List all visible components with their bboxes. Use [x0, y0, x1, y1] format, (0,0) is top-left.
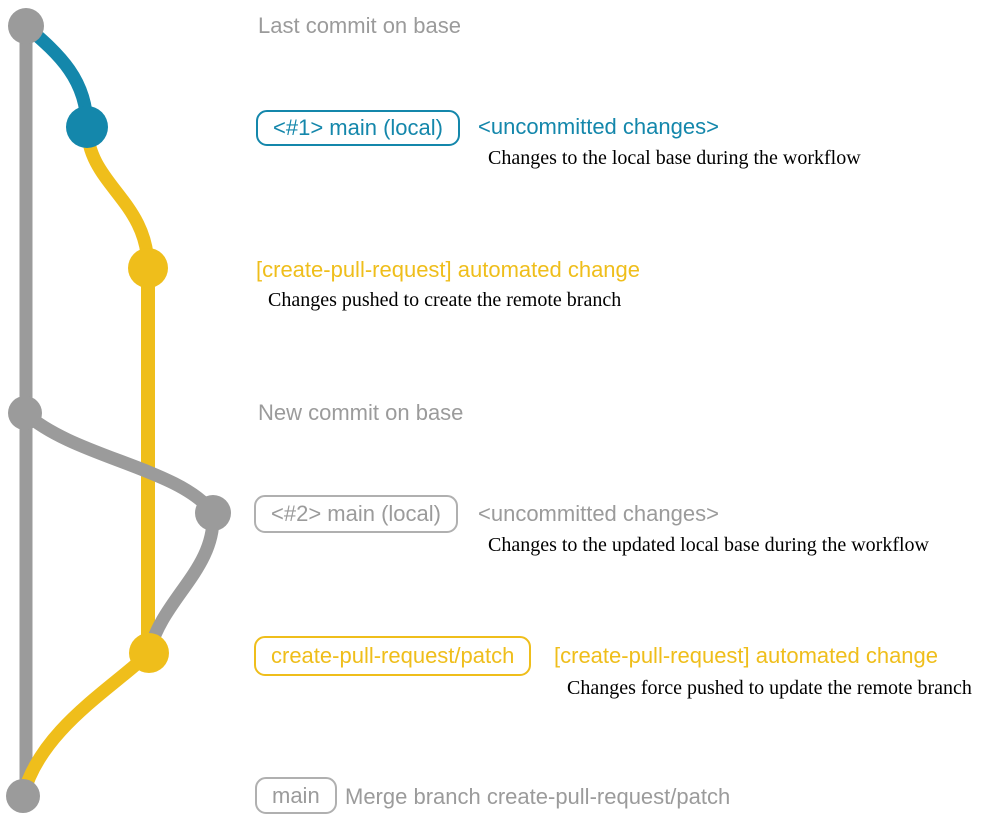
note-push-create-remote-branch: Changes pushed to create the remote bran… [268, 289, 622, 311]
commit-dot-new-commit-on-base [8, 396, 42, 430]
commit-message-merge: Merge branch create-pull-request/patch [345, 784, 731, 809]
label-new-commit-on-base: New commit on base [258, 400, 464, 425]
status-uncommitted-changes-2: <uncommitted changes> [478, 501, 719, 526]
note-local-base-changes-1: Changes to the local base during the wor… [488, 147, 861, 169]
branch-line-patch-create [80, 126, 155, 269]
branch-tag-main-local-1: <#1> main (local) [256, 110, 460, 146]
commit-message-automated-change-1: [create-pull-request] automated change [256, 257, 641, 282]
note-local-base-changes-2: Changes to the updated local base during… [488, 534, 929, 556]
label-last-commit-on-base: Last commit on base [258, 13, 461, 38]
status-uncommitted-changes-1: <uncommitted changes> [478, 114, 719, 139]
branch-line-local-main-2-out [20, 408, 219, 518]
commit-dot-automated-change-push [128, 248, 168, 288]
branch-tag-main: main [255, 777, 337, 814]
branch-line-local-main-2-in [142, 512, 220, 655]
commit-message-automated-change-2: [create-pull-request] automated change [554, 643, 939, 668]
branch-line-patch-merge [16, 648, 154, 798]
branch-tag-main-local-2: <#2> main (local) [254, 495, 458, 533]
branch-tag-create-pull-request-patch: create-pull-request/patch [254, 636, 532, 676]
note-force-push-remote-branch: Changes force pushed to update the remot… [567, 677, 972, 699]
commit-dot-merge-commit [6, 779, 40, 813]
commit-dot-uncommitted-changes-1 [66, 106, 108, 148]
commit-dot-last-commit-on-base [8, 8, 44, 44]
commit-dot-automated-change-force-push [129, 633, 169, 673]
commit-dot-uncommitted-changes-2 [195, 495, 231, 531]
